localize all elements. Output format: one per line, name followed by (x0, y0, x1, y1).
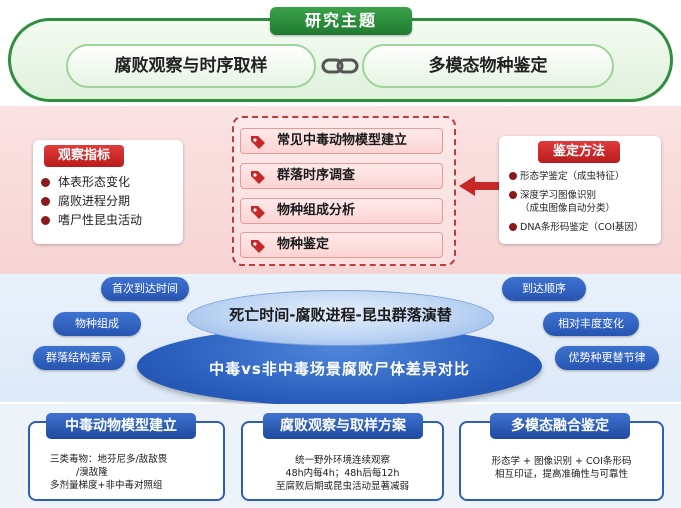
task-item-succession: 群落时序调查 (240, 163, 443, 189)
bubble-dominant-species: 优势种更替节律 (555, 346, 659, 370)
tag-icon (251, 206, 265, 219)
list-item: 体表形态变化 (33, 173, 183, 192)
card-multimodal-fusion-title: 多模态融合鉴定 (490, 413, 630, 439)
bubble-first-arrival: 首次到达时间 (101, 277, 189, 301)
bubble-community-structure: 群落结构差异 (33, 346, 125, 370)
card-model-building-title: 中毒动物模型建立 (46, 413, 196, 439)
identification-title: 鉴定方法 (538, 141, 620, 163)
chain-link-icon (321, 58, 359, 74)
tag-icon (251, 171, 265, 184)
task-item-identification: 物种鉴定 (240, 232, 443, 258)
bullet-icon (41, 178, 50, 187)
bubble-species-composition: 物种组成 (53, 312, 141, 336)
observation-title: 观察指标 (44, 145, 124, 167)
task-item-model: 常见中毒动物模型建立 (240, 128, 443, 154)
identification-list: 形态学鉴定（成虫特征） 深度学习图像识别 （成虫图像自动分类） DNA条形码鉴定… (505, 170, 657, 240)
tag-icon (251, 136, 265, 149)
platform-top-disc (187, 290, 494, 346)
card-sampling-plan-title: 腐败观察与取样方案 (263, 413, 423, 439)
platform-top-text: 死亡时间-腐败进程-昆虫群落演替 (229, 306, 452, 324)
list-item: 深度学习图像识别 (505, 189, 657, 202)
list-item-continuation: （成虫图像自动分类） (520, 203, 616, 214)
bubble-arrival-order: 到达顺序 (502, 277, 586, 301)
list-item: 形态学鉴定（成虫特征） (505, 170, 657, 183)
topic-multimodal-identification: 多模态物种鉴定 (362, 44, 614, 88)
list-item: 腐败进程分期 (33, 192, 183, 211)
topic-decay-observation: 腐败观察与时序取样 (66, 44, 316, 88)
platform-base-text: 中毒vs非中毒场景腐败尸体差异对比 (209, 360, 470, 378)
bullet-icon (509, 223, 517, 231)
bullet-icon (41, 216, 50, 225)
tag-icon (251, 240, 265, 253)
task-item-composition: 物种组成分析 (240, 198, 443, 224)
bubble-relative-abundance: 相对丰度变化 (543, 312, 639, 336)
bullet-icon (41, 197, 50, 206)
research-topic-title: 研究主题 (270, 7, 412, 35)
observation-list: 体表形态变化 腐败进程分期 嗜尸性昆虫活动 (33, 173, 183, 230)
bullet-icon (509, 172, 517, 180)
bullet-icon (509, 191, 517, 199)
list-item: 嗜尸性昆虫活动 (33, 211, 183, 230)
list-item: DNA条形码鉴定（COI基因） (505, 221, 657, 234)
arrow-left-icon (459, 176, 503, 196)
